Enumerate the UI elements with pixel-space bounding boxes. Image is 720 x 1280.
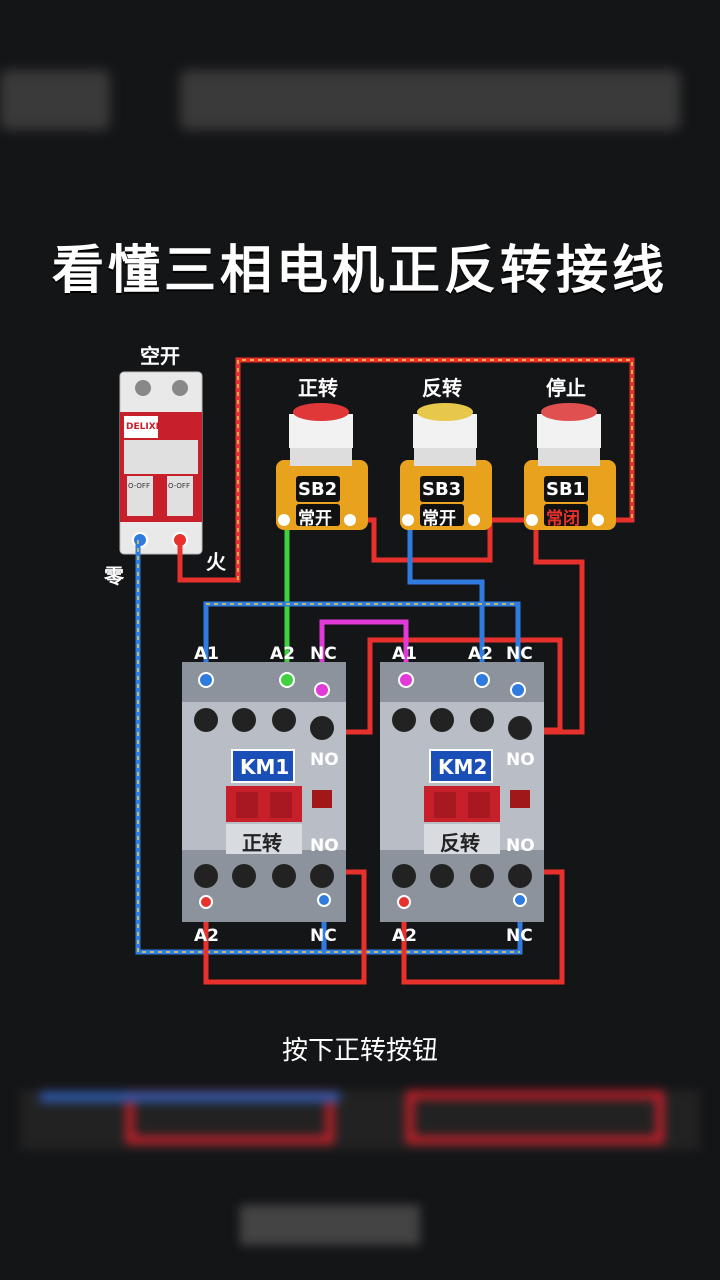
breaker-label: 空开 [140,344,180,368]
button-sb2-contact: 常开 [298,509,332,529]
km1-name: KM1 [240,755,290,779]
contactor-km1 [182,662,346,922]
km1-bottom-nc: NC [310,926,337,946]
km1-term-a1: A1 [194,644,219,664]
button-sb2 [276,403,368,530]
km1-no-upper: NO [310,750,339,770]
km2-term-a1: A1 [392,644,417,664]
button-sb1-code: SB1 [546,479,586,500]
km1-no-lower: NO [310,836,339,856]
km1-term-a2: A2 [270,644,295,664]
km2-term-nc: NC [506,644,533,664]
contactor-km2 [380,662,544,922]
button-sb1-top-label: 停止 [546,376,586,400]
blurred-header [0,50,720,150]
button-sb3 [400,403,492,530]
km2-no-upper: NO [506,750,535,770]
km1-term-nc: NC [310,644,337,664]
button-sb1-contact: 常闭 [546,509,580,529]
svg-text:O-OFF: O-OFF [168,482,190,490]
interlock-wire [319,619,409,690]
km2-no-lower: NO [506,836,535,856]
km2-name: KM2 [438,755,488,779]
svg-text:DELIXI: DELIXI [126,422,159,432]
km2-term-a2: A2 [468,644,493,664]
button-sb3-contact: 常开 [422,509,456,529]
svg-text:O-OFF: O-OFF [128,482,150,490]
blurred-footer [20,1090,700,1245]
page-title: 看懂三相电机正反转接线 [51,241,668,301]
km1-mode: 正转 [242,831,282,855]
button-sb3-top-label: 反转 [422,376,462,400]
circuit-breaker: DELIXI O-OFF O-OFF [119,371,203,555]
subtitle-caption: 按下正转按钮 [281,1036,438,1066]
km2-mode: 反转 [440,831,480,855]
live-wire-stop [350,517,536,563]
button-sb3-code: SB3 [422,479,462,500]
km2-bottom-nc: NC [506,926,533,946]
km2-bottom-a2: A2 [392,926,417,946]
km1-bottom-a2: A2 [194,926,219,946]
live-label: 火 [206,550,226,574]
neutral-label: 零 [104,564,124,588]
button-sb2-top-label: 正转 [298,376,338,400]
km1-bottom-loop [203,869,367,985]
breaker-brand-plate [124,416,158,438]
button-sb1 [524,403,616,530]
sb3-blue-wire [407,520,485,680]
km2-bottom-loop [401,869,565,985]
button-sb2-code: SB2 [298,479,338,500]
